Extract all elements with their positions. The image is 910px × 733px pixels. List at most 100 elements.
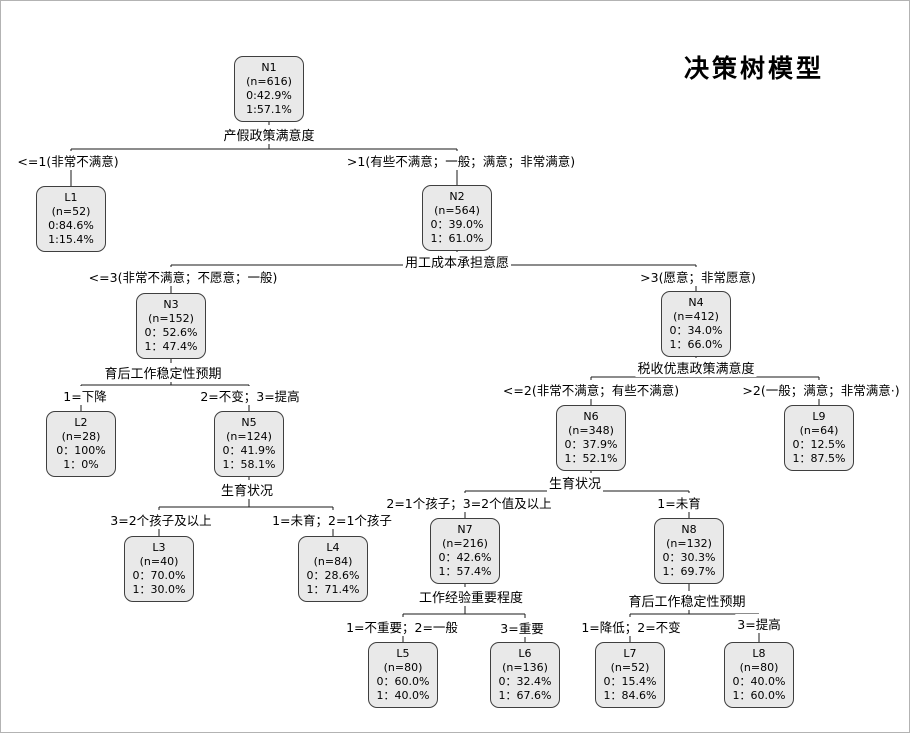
node-class1-pct: 1：0% xyxy=(63,458,99,471)
node-id: L3 xyxy=(152,541,166,554)
node-count: (n=40) xyxy=(139,555,179,568)
node-count: (n=84) xyxy=(313,555,353,568)
node-class0-pct: 0：42.6% xyxy=(438,551,492,564)
node-id: N3 xyxy=(163,298,179,311)
tree-node-L7: L7 (n=52) 0：15.4% 1：84.6% xyxy=(595,642,665,708)
split-label-n8: 育后工作稳定性预期 xyxy=(626,591,748,610)
node-class0-pct: 0：12.5% xyxy=(792,438,846,451)
branch-label-n5-right: 1=未育；2=1个孩子 xyxy=(270,510,394,529)
branch-label-n7-left: 1=不重要；2=一般 xyxy=(344,617,460,636)
node-count: (n=80) xyxy=(383,661,423,674)
node-count: (n=616) xyxy=(246,75,292,88)
node-class0-pct: 0:42.9% xyxy=(246,89,292,102)
tree-node-L5: L5 (n=80) 0：60.0% 1：40.0% xyxy=(368,642,438,708)
node-class1-pct: 1：71.4% xyxy=(306,583,360,596)
tree-node-L1: L1 (n=52) 0:84.6% 1:15.4% xyxy=(36,186,106,252)
tree-node-N1: N1 (n=616) 0:42.9% 1:57.1% xyxy=(234,56,304,122)
node-class0-pct: 0：100% xyxy=(56,444,106,457)
node-class1-pct: 1：69.7% xyxy=(662,565,716,578)
node-class1-pct: 1：67.6% xyxy=(498,689,552,702)
node-class0-pct: 0：52.6% xyxy=(144,326,198,339)
tree-node-N5: N5 (n=124) 0：41.9% 1：58.1% xyxy=(214,411,284,477)
node-class0-pct: 0：37.9% xyxy=(564,438,618,451)
node-class1-pct: 1：58.1% xyxy=(222,458,276,471)
split-label-n1: 产假政策满意度 xyxy=(221,125,317,144)
tree-node-L3: L3 (n=40) 0：70.0% 1：30.0% xyxy=(124,536,194,602)
node-id: N5 xyxy=(241,416,257,429)
chart-title: 决策树模型 xyxy=(684,54,825,83)
node-class0-pct: 0：70.0% xyxy=(132,569,186,582)
tree-node-N2: N2 (n=564) 0：39.0% 1：61.0% xyxy=(422,185,492,251)
node-count: (n=136) xyxy=(502,661,548,674)
node-id: L4 xyxy=(326,541,340,554)
branch-label-n7-right: 3=重要 xyxy=(498,618,546,637)
node-class1-pct: 1:15.4% xyxy=(48,233,94,246)
node-count: (n=132) xyxy=(666,537,712,550)
branch-label-n3-left: 1=下降 xyxy=(61,386,109,405)
node-class0-pct: 0：41.9% xyxy=(222,444,276,457)
node-class1-pct: 1：40.0% xyxy=(376,689,430,702)
tree-node-N7: N7 (n=216) 0：42.6% 1：57.4% xyxy=(430,518,500,584)
split-label-n4: 税收优惠政策满意度 xyxy=(635,358,757,377)
branch-label-n1-right: >1(有些不满意；一般；满意；非常满意) xyxy=(344,151,578,170)
branch-label-n3-right: 2=不变；3=提高 xyxy=(198,386,302,405)
node-class0-pct: 0：28.6% xyxy=(306,569,360,582)
tree-node-N4: N4 (n=412) 0：34.0% 1：66.0% xyxy=(661,291,731,357)
node-class1-pct: 1：61.0% xyxy=(430,232,484,245)
node-class0-pct: 0：40.0% xyxy=(732,675,786,688)
node-count: (n=28) xyxy=(61,430,101,443)
node-id: N2 xyxy=(449,190,465,203)
branch-label-n6-left: 2=1个孩子；3=2个值及以上 xyxy=(384,493,554,512)
branch-label-n8-right: 3=提高 xyxy=(735,614,783,633)
node-count: (n=412) xyxy=(673,310,719,323)
node-class1-pct: 1：57.4% xyxy=(438,565,492,578)
split-label-n7: 工作经验重要程度 xyxy=(416,587,526,606)
node-class0-pct: 0：32.4% xyxy=(498,675,552,688)
node-id: L5 xyxy=(396,647,410,660)
node-class1-pct: 1：84.6% xyxy=(603,689,657,702)
node-count: (n=124) xyxy=(226,430,272,443)
branch-label-n6-right: 1=未育 xyxy=(655,493,703,512)
node-class1-pct: 1：30.0% xyxy=(132,583,186,596)
split-label-n5: 生育状况 xyxy=(218,480,276,499)
tree-node-N6: N6 (n=348) 0：37.9% 1：52.1% xyxy=(556,405,626,471)
node-class0-pct: 0：34.0% xyxy=(669,324,723,337)
node-class1-pct: 1：52.1% xyxy=(564,452,618,465)
node-class0-pct: 0：30.3% xyxy=(662,551,716,564)
node-class1-pct: 1：60.0% xyxy=(732,689,786,702)
node-id: L7 xyxy=(623,647,637,660)
node-count: (n=216) xyxy=(442,537,488,550)
node-class1-pct: 1：87.5% xyxy=(792,452,846,465)
node-id: N4 xyxy=(688,296,704,309)
node-class0-pct: 0：60.0% xyxy=(376,675,430,688)
node-count: (n=52) xyxy=(610,661,650,674)
node-id: L8 xyxy=(752,647,766,660)
branch-label-n4-left: <=2(非常不满意；有些不满意) xyxy=(500,380,682,399)
node-count: (n=348) xyxy=(568,424,614,437)
node-id: N6 xyxy=(583,410,599,423)
tree-node-N8: N8 (n=132) 0：30.3% 1：69.7% xyxy=(654,518,724,584)
split-label-n3: 育后工作稳定性预期 xyxy=(102,363,224,382)
branch-label-n5-left: 3=2个孩子及以上 xyxy=(108,510,214,529)
split-label-n6: 生育状况 xyxy=(546,473,604,492)
branch-label-n2-right: >3(愿意；非常愿意) xyxy=(638,267,758,286)
split-label-n2: 用工成本承担意愿 xyxy=(402,252,512,271)
node-count: (n=80) xyxy=(739,661,779,674)
tree-node-L9: L9 (n=64) 0：12.5% 1：87.5% xyxy=(784,405,854,471)
node-class1-pct: 1：47.4% xyxy=(144,340,198,353)
node-class1-pct: 1:57.1% xyxy=(246,103,292,116)
node-count: (n=52) xyxy=(51,205,91,218)
node-class0-pct: 0：39.0% xyxy=(430,218,484,231)
tree-node-N3: N3 (n=152) 0：52.6% 1：47.4% xyxy=(136,293,206,359)
tree-node-L6: L6 (n=136) 0：32.4% 1：67.6% xyxy=(490,642,560,708)
node-id: N7 xyxy=(457,523,473,536)
tree-node-L4: L4 (n=84) 0：28.6% 1：71.4% xyxy=(298,536,368,602)
node-id: L6 xyxy=(518,647,532,660)
branch-label-n2-left: <=3(非常不满意；不愿意；一般) xyxy=(86,267,280,286)
tree-node-L8: L8 (n=80) 0：40.0% 1：60.0% xyxy=(724,642,794,708)
node-id: N8 xyxy=(681,523,697,536)
node-class1-pct: 1：66.0% xyxy=(669,338,723,351)
node-count: (n=64) xyxy=(799,424,839,437)
node-id: L9 xyxy=(812,410,826,423)
